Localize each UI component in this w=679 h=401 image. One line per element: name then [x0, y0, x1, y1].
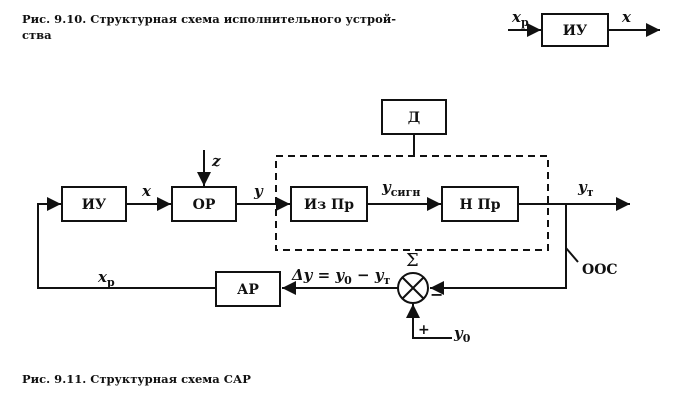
figure-9-10-caption: Рис. 9.10. Структурная схема исполнитель…: [22, 12, 397, 42]
xp-signal-label: xр: [97, 268, 115, 289]
x-signal-label: x: [141, 182, 152, 200]
ar-block: [215, 271, 281, 307]
fig-9-11-diagram: Д ИУ ОР Из Пр Н Пр АР: [37, 99, 630, 345]
ooc-leader-line: [565, 247, 579, 263]
summing-junction: [397, 272, 429, 304]
op-block-label: ОР: [193, 197, 216, 213]
delta-y-equation: Δy = y0 − yт: [291, 266, 390, 287]
yt-signal-label: yт: [577, 178, 594, 199]
sigma-symbol: Σ: [406, 250, 419, 271]
figure-9-11-caption: Рис. 9.11. Структурная схема САР: [22, 372, 251, 386]
fig910-output-label: x: [621, 8, 632, 26]
z-signal-label: z: [211, 152, 221, 170]
npr-block-label: Н Пр: [459, 197, 500, 213]
fig910-iu-label: ИУ: [563, 23, 588, 39]
feedback-line: [430, 204, 567, 295]
ooc-label: ООС: [582, 262, 618, 278]
op-block: [171, 186, 237, 222]
iu-block-label: ИУ: [82, 197, 107, 213]
fig-9-10-diagram: ИУ xр x: [508, 8, 660, 47]
fig910-input-label: xр: [511, 8, 529, 29]
y-signal-label: y: [253, 182, 264, 200]
y0-setpoint-arrow: [406, 304, 452, 339]
izpr-block-label: Из Пр: [304, 197, 354, 213]
iu-block: [61, 186, 127, 222]
y0-signal-label: y0: [453, 324, 471, 345]
minus-sign: −: [430, 285, 443, 304]
ysign-signal-label: yсигн: [381, 178, 420, 199]
fig910-iu-block: [541, 13, 609, 47]
d-block-label: Д: [408, 110, 420, 126]
ar-block-label: АР: [237, 282, 259, 298]
control-return-line: [37, 197, 216, 289]
plus-sign: +: [418, 322, 430, 338]
